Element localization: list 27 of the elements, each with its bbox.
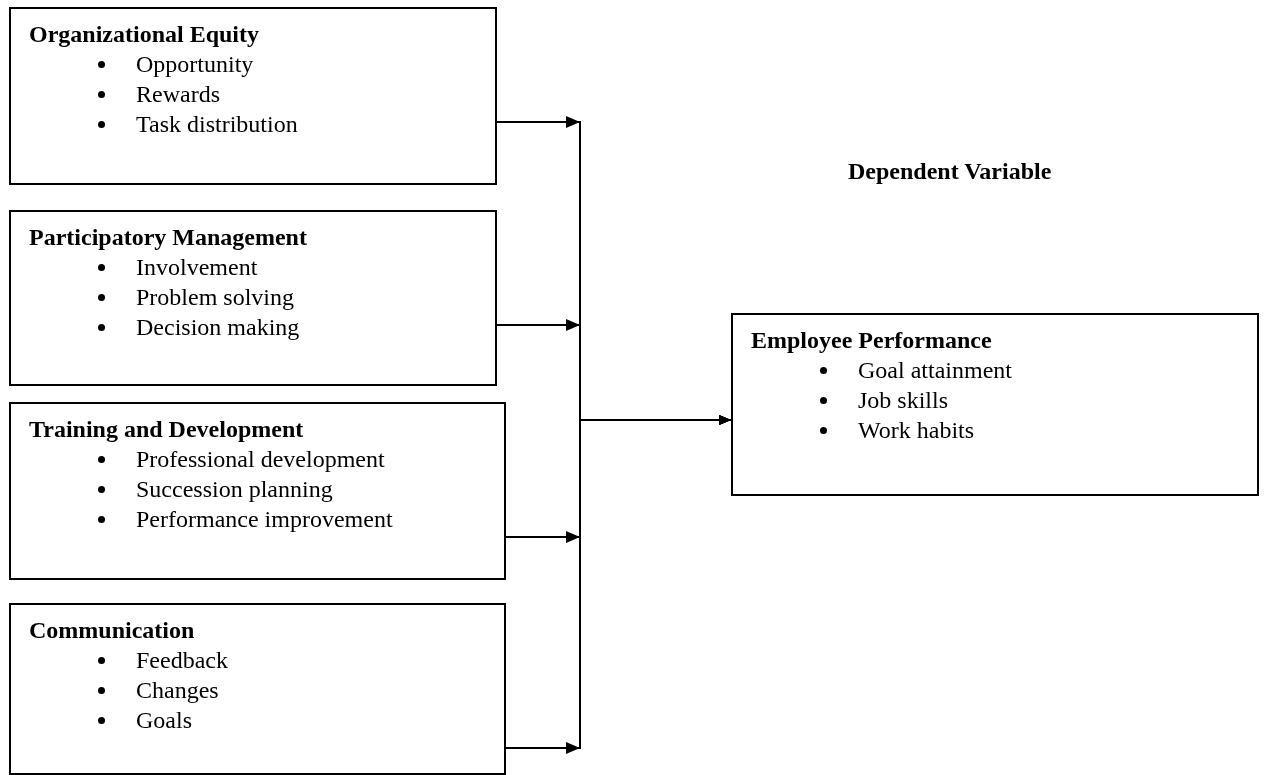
bullet-item: Task distribution xyxy=(136,110,298,139)
box-heading: Participatory Management xyxy=(29,223,307,252)
bullet-item: Problem solving xyxy=(136,283,294,312)
bullet-item: Work habits xyxy=(858,416,975,445)
variable-box xyxy=(9,7,497,185)
bullet-item: Job skills xyxy=(858,386,949,415)
bullet-item: Succession planning xyxy=(136,475,333,504)
bullet-item: Feedback xyxy=(136,646,228,675)
box-heading: Training and Development xyxy=(29,415,304,444)
bullet-item: Opportunity xyxy=(136,50,254,79)
bullet-item: Professional development xyxy=(136,445,385,474)
bullet-item: Goals xyxy=(136,706,192,735)
bullet-item: Changes xyxy=(136,676,219,705)
box-heading: Communication xyxy=(29,616,195,645)
box-heading: Employee Performance xyxy=(751,326,992,355)
bullet-item: Rewards xyxy=(136,80,220,109)
variable-box xyxy=(9,210,497,386)
arrow xyxy=(505,415,732,754)
box-heading: Organizational Equity xyxy=(29,20,260,49)
bullet-item: Goal attainment xyxy=(858,356,1012,385)
section-label: Dependent Variable xyxy=(848,158,1052,185)
bullet-item: Performance improvement xyxy=(136,505,393,534)
bullet-item: Decision making xyxy=(136,313,300,342)
variable-box xyxy=(9,402,506,580)
variable-box xyxy=(731,313,1259,496)
variable-box xyxy=(9,603,506,775)
bullet-item: Involvement xyxy=(136,253,258,282)
